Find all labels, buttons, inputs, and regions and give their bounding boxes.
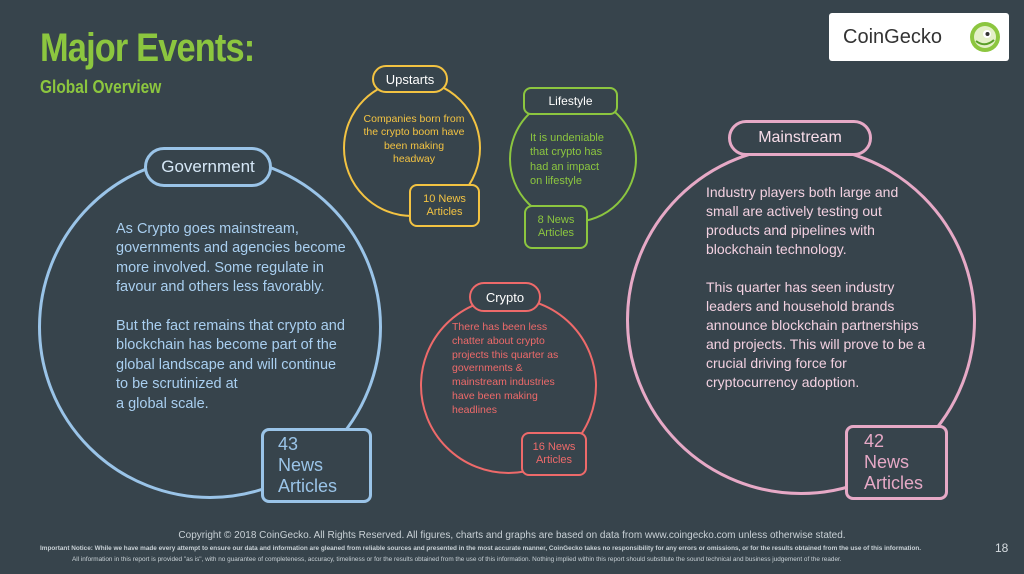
gecko-icon [970, 22, 1000, 52]
upstarts-article-count: 10 News Articles [409, 184, 480, 227]
page-number: 18 [995, 541, 1009, 555]
important-notice: Important Notice: While we have made eve… [40, 545, 922, 552]
upstarts-label: Upstarts [372, 65, 448, 93]
government-article-count: 43 News Articles [261, 428, 372, 503]
government-label: Government [144, 147, 272, 187]
crypto-count-text: 16 News Articles [532, 441, 576, 466]
crypto-label: Crypto [469, 282, 541, 312]
coingecko-logo: CoinGecko [829, 13, 1009, 61]
mainstream-description: Industry players both large and small ar… [706, 184, 926, 390]
lifestyle-count-text: 8 News Articles [537, 214, 575, 239]
lifestyle-label: Lifestyle [523, 87, 618, 115]
crypto-description: There has been less chatter about crypto… [452, 321, 559, 416]
mainstream-count-text: 42 News Articles [864, 431, 924, 493]
page-title: Major Events: [40, 26, 255, 70]
copyright-text: Copyright © 2018 CoinGecko. All Rights R… [178, 530, 846, 541]
mainstream-article-count: 42 News Articles [845, 425, 948, 500]
logo-text: CoinGecko [843, 25, 942, 48]
upstarts-description: Companies born from the crypto boom have… [363, 113, 465, 166]
government-count-text: 43 News Articles [278, 434, 338, 496]
lifestyle-article-count: 8 News Articles [524, 205, 588, 249]
lifestyle-description: It is undeniable that crypto has had an … [530, 132, 604, 187]
disclaimer-notice: All information in this report is provid… [72, 556, 842, 563]
mainstream-label: Mainstream [728, 120, 872, 156]
crypto-article-count: 16 News Articles [521, 432, 587, 476]
government-description: As Crypto goes mainstream, governments a… [116, 221, 346, 412]
page-subtitle: Global Overview [40, 77, 162, 97]
upstarts-count-text: 10 News Articles [423, 192, 466, 218]
